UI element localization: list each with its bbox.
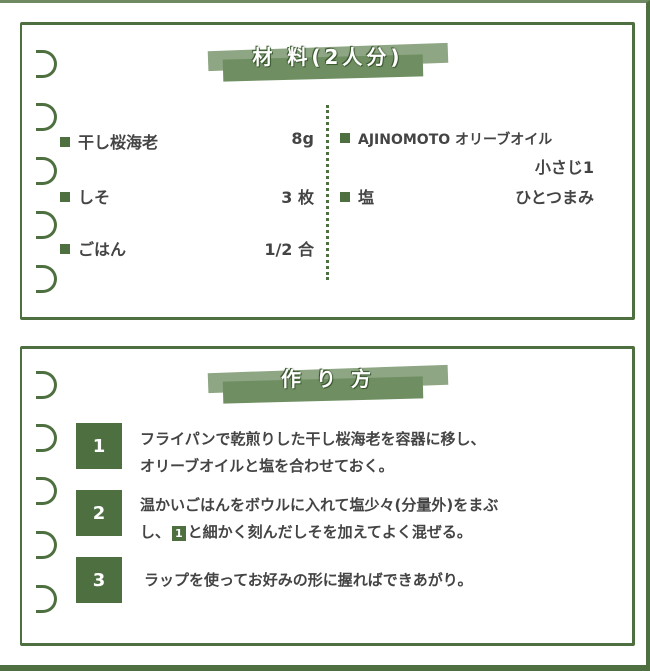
bullet-square-icon [340,133,350,143]
step-number: 1 [76,423,122,469]
binder-ring-icon [36,50,57,78]
step-text: フライパンで乾煎りした干し桜海老を容器に移し、オリーブオイルと塩を合わせておく。 [140,430,486,475]
bullet-square-icon [60,192,70,202]
method-title: 作 り 方 [281,367,375,391]
method-card: 作 り 方 1 フライパンで乾煎りした干し桜海老を容器に移し、オリーブオイルと塩… [20,346,635,646]
ingredients-card: 材 料(2人分) 干し桜海老 8g しそ 3 枚 ごはん 1/2 合 AJINO… [20,22,635,320]
step-number: 2 [76,490,122,536]
binder-ring-icon [36,371,57,399]
ingredient-item: 干し桜海老 [60,129,158,153]
ingredient-amount: ひとつまみ [515,188,594,207]
binder-ring-icon [36,477,57,505]
binder-ring-icon [36,211,57,239]
ingredients-title: 材 料(2人分) [252,45,404,69]
binder-ring-icon [36,265,57,293]
step-reference-badge: 1 [172,526,186,541]
ingredient-amount: 3 枚 [281,188,314,207]
column-divider [326,105,329,280]
ingredient-amount: 小さじ1 [534,158,594,177]
binder-ring-icon [36,585,57,613]
ingredient-item: 塩 [340,184,374,208]
bullet-square-icon [60,137,70,147]
ingredient-item: ごはん [60,236,126,260]
section-heading: 作 り 方 [207,363,449,404]
ingredient-item: しそ [60,184,110,208]
ingredient-amount: 1/2 合 [264,240,314,259]
bullet-square-icon [340,192,350,202]
binder-ring-icon [36,157,57,185]
step-text: ラップを使ってお好みの形に握ればできあがり。 [144,571,473,589]
bullet-square-icon [60,244,70,254]
binder-ring-icon [36,103,57,131]
step-number: 3 [76,557,122,603]
binder-ring-icon [36,531,57,559]
ingredient-item: AJINOMOTO オリーブオイル [340,129,552,149]
ingredient-amount: 8g [291,129,314,148]
binder-ring-icon [36,424,57,452]
section-heading: 材 料(2人分) [207,41,449,82]
